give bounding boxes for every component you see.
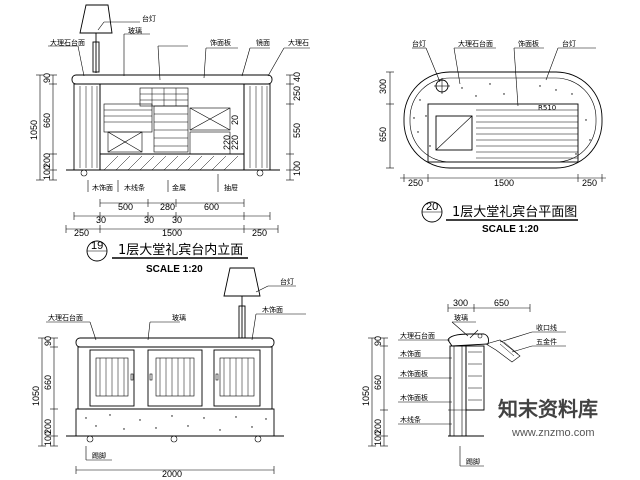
svg-text:30: 30: [172, 215, 182, 225]
svg-text:30: 30: [96, 215, 106, 225]
watermark-brand: 知末资料库: [498, 397, 598, 421]
svg-text:木饰面板: 木饰面板: [400, 369, 428, 378]
svg-text:250: 250: [408, 178, 423, 188]
stone-texture: [413, 83, 591, 155]
dim-width-1500: 1500: [162, 228, 182, 238]
svg-text:100: 100: [373, 431, 383, 446]
svg-text:280: 280: [160, 202, 175, 212]
svg-text:饰面板: 饰面板: [210, 38, 231, 47]
title-block-19: 19 1层大堂礼宾台内立面 SCALE 1:20: [86, 240, 248, 275]
dim-width-2000: 2000: [162, 469, 182, 479]
svg-text:19: 19: [91, 240, 103, 252]
counter-plan: [403, 71, 603, 169]
svg-text:250: 250: [252, 228, 267, 238]
svg-text:90: 90: [43, 336, 53, 346]
svg-text:大理石台面: 大理石台面: [48, 313, 83, 322]
elevation-front: 90 660 200 100 1050 台灯 大理石台面 玻璃 木饰面 踢脚 2…: [31, 267, 306, 479]
drawing-title: 1层大堂礼宾台内立面: [118, 242, 243, 258]
title-block-20: 20 1层大堂礼宾台平面图 SCALE 1:20: [421, 201, 578, 235]
svg-text:大理石台面: 大理石台面: [458, 39, 493, 48]
plan-title: 1层大堂礼宾台平面图: [452, 204, 577, 220]
svg-text:台灯: 台灯: [142, 14, 156, 23]
svg-text:饰面板: 饰面板: [518, 39, 539, 48]
svg-text:台灯: 台灯: [412, 39, 426, 48]
plan-view: R510 台灯 大理石台面 饰面板 台灯 300 650 250 1500 25…: [378, 39, 606, 235]
svg-text:1050: 1050: [361, 386, 371, 406]
svg-text:40: 40: [292, 72, 302, 82]
svg-text:600: 600: [204, 202, 219, 212]
svg-text:250: 250: [74, 228, 89, 238]
dim-200: 200: [42, 153, 52, 168]
dim-660: 660: [42, 113, 52, 128]
svg-text:大理石台面: 大理石台面: [400, 331, 435, 340]
svg-text:550: 550: [292, 123, 302, 138]
svg-text:90: 90: [373, 336, 383, 346]
section-view: 300 650 90 660 200 100 1050 大理石台面 木饰面 木饰…: [361, 298, 566, 467]
svg-text:踢脚: 踢脚: [466, 457, 480, 466]
left-post: [73, 83, 101, 171]
watermark-url: www.znzmo.com: [511, 427, 595, 439]
dim-1050: 1050: [29, 120, 39, 140]
svg-text:220: 220: [230, 135, 240, 150]
svg-text:大理石: 大理石: [288, 38, 309, 47]
svg-text:500: 500: [118, 202, 133, 212]
svg-text:玻璃: 玻璃: [128, 26, 142, 35]
right-post: [243, 83, 271, 171]
svg-text:100: 100: [43, 431, 53, 446]
svg-text:1500: 1500: [494, 178, 514, 188]
svg-text:木线条: 木线条: [124, 183, 145, 192]
svg-text:660: 660: [43, 375, 53, 390]
door-right: [213, 349, 261, 407]
svg-text:木饰面: 木饰面: [92, 183, 113, 192]
svg-text:镜面: 镜面: [256, 38, 270, 47]
svg-text:1050: 1050: [31, 386, 41, 406]
svg-text:玻璃: 玻璃: [172, 313, 186, 322]
svg-text:660: 660: [373, 375, 383, 390]
svg-text:木饰面: 木饰面: [400, 349, 421, 358]
svg-text:20: 20: [426, 201, 438, 213]
svg-text:650: 650: [378, 127, 388, 142]
section-top-profile: [447, 333, 489, 347]
svg-text:650: 650: [494, 298, 509, 308]
svg-text:木饰面: 木饰面: [262, 305, 283, 314]
svg-text:大理石台面: 大理石台面: [50, 38, 85, 47]
svg-text:R510: R510: [538, 104, 556, 112]
svg-text:30: 30: [144, 215, 154, 225]
svg-text:台灯: 台灯: [562, 39, 576, 48]
svg-text:收口线: 收口线: [536, 323, 557, 332]
door-center: [147, 349, 203, 407]
dim-100: 100: [42, 165, 52, 180]
svg-text:木饰面板: 木饰面板: [400, 393, 428, 402]
watermark: 知末资料库 www.znzmo.com: [498, 397, 598, 439]
svg-text:抽屉: 抽屉: [224, 183, 238, 192]
elevation-inner: 90 660 200 100 1050 40 250 550 100 20 22…: [29, 4, 310, 275]
svg-text:300: 300: [378, 79, 388, 94]
svg-text:金属: 金属: [172, 183, 186, 192]
svg-text:100: 100: [292, 161, 302, 176]
dim-90: 90: [42, 73, 52, 83]
svg-text:200: 200: [373, 419, 383, 434]
plan-scale-label: SCALE 1:20: [482, 224, 539, 235]
scale-label: SCALE 1:20: [146, 264, 203, 275]
door-left: [89, 349, 135, 407]
svg-text:五金件: 五金件: [536, 337, 557, 346]
svg-text:踢脚: 踢脚: [92, 451, 106, 460]
svg-text:木线条: 木线条: [400, 415, 421, 424]
front-base: [75, 408, 275, 437]
top-boards: [427, 103, 579, 163]
svg-text:台灯: 台灯: [280, 277, 294, 286]
svg-text:20: 20: [230, 115, 240, 125]
svg-text:玻璃: 玻璃: [454, 313, 468, 322]
lamp-symbol: [79, 4, 113, 73]
svg-text:200: 200: [43, 419, 53, 434]
svg-text:250: 250: [292, 86, 302, 101]
svg-text:220: 220: [222, 135, 232, 150]
counter-top: [71, 74, 273, 85]
front-counter-top: [75, 337, 275, 348]
svg-text:300: 300: [453, 298, 468, 308]
svg-text:250: 250: [582, 178, 597, 188]
